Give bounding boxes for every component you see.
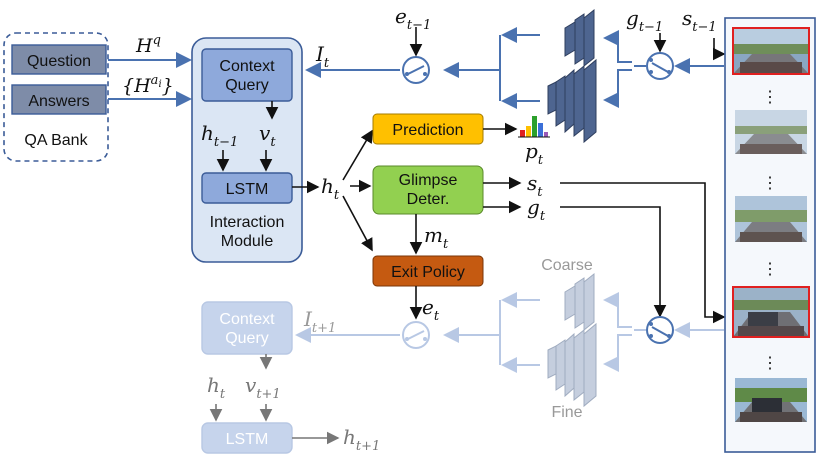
coarse-label: Coarse [541,257,593,274]
future-selector-switch-icon [646,316,674,344]
it-label: It [315,42,330,71]
answers-box [11,84,107,115]
gt-prev-label: gt−1 [626,6,663,35]
question-label: Question [27,53,91,70]
pt-label: pt [525,139,544,168]
mt-label: mt [424,223,449,252]
qa-bank-label: QA Bank [24,132,88,149]
future-context-query-box [201,301,293,355]
ellipsis-1: ⋮ [762,89,778,106]
st-prev-label: st−1 [682,6,717,35]
lstm-box [201,172,293,204]
fine-label: Fine [551,404,582,421]
coarse-extractor-top [564,8,595,68]
frame-3 [735,196,807,242]
top-selector-switch-icon [646,52,674,80]
gt-label: gt [527,195,546,224]
answers-label: Answers [28,93,89,110]
exit-policy-label: Exit Policy [391,264,465,281]
frame-4 [732,286,810,338]
prediction-label: Prediction [392,122,463,139]
ellipsis-3: ⋮ [762,261,778,278]
fine-extractor-top [547,58,597,144]
ha-label: {Hai} [122,73,174,97]
future-v-label: vt+1 [245,373,281,402]
et-prev-label: et−1 [395,4,431,33]
glimpse-box [372,165,484,215]
context-query-box [201,48,293,102]
ht-to-exit-arrow [342,195,373,252]
future-ht-next-label: ht+1 [343,425,380,454]
et-label: et [422,295,440,324]
frame-1 [732,27,810,75]
qa-bank-frame [3,32,109,162]
histogram-icon [518,116,550,138]
ellipsis-2: ⋮ [762,175,778,192]
ellipsis-4: ⋮ [762,355,778,372]
question-box [11,44,107,75]
future-lstm-label: LSTM [226,431,269,448]
exit-policy-box [372,255,484,287]
coarse-extractor-future [564,272,595,332]
st-label: st [527,171,543,200]
h-prev-label: ht−1 [201,121,238,150]
frame-2 [735,110,807,154]
ht-to-prediction-arrow [342,129,373,181]
ht-label: ht [321,174,340,203]
st-to-frame-line [560,182,726,324]
fine-extractor-future [547,322,597,408]
lstm-label: LSTM [226,181,269,198]
gt-to-switch-line [560,206,667,318]
frame-5 [735,378,807,422]
hq-label: Hq [135,33,161,57]
v-label: vt [259,121,276,150]
future-ht-label: ht [207,373,226,402]
future-it-label: It+1 [303,307,336,336]
st-prev-arrow [712,38,726,61]
